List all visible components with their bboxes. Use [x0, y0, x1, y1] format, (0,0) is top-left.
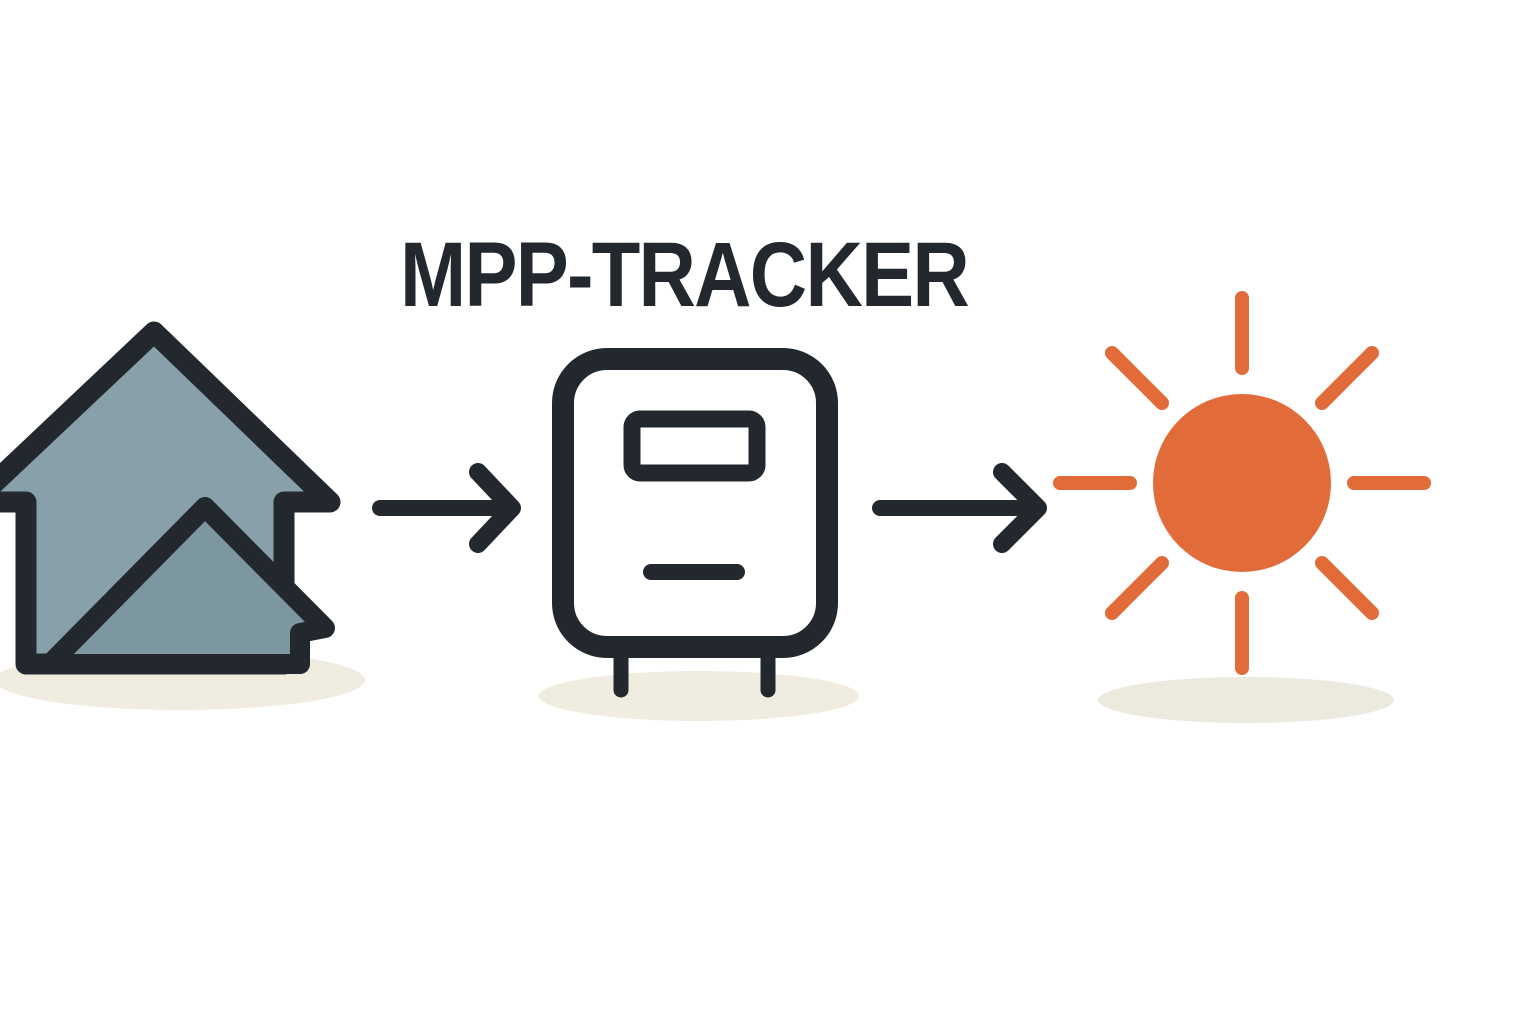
- sun-ray-nw: [1105, 346, 1169, 410]
- sun-ray-sw: [1105, 556, 1169, 620]
- diagram-title: MPP-TRACKER: [400, 224, 968, 326]
- house-icon: [0, 321, 341, 675]
- inverter-icon: [552, 348, 838, 698]
- arrow-head: [469, 463, 521, 553]
- arrow-right-icon: [372, 463, 521, 553]
- inverter-display: [623, 410, 766, 482]
- sun-core: [1153, 394, 1331, 572]
- sun-shadow: [1098, 677, 1394, 723]
- arrow-right-icon: [872, 463, 1047, 553]
- sun-icon: [1053, 291, 1431, 675]
- house-front-shape: [40, 497, 335, 674]
- arrow-head: [993, 463, 1047, 553]
- sun-ray-se: [1315, 556, 1379, 620]
- inverter-body: [552, 348, 838, 658]
- inverter-shadow: [539, 671, 859, 721]
- sun-ray-ne: [1315, 346, 1379, 410]
